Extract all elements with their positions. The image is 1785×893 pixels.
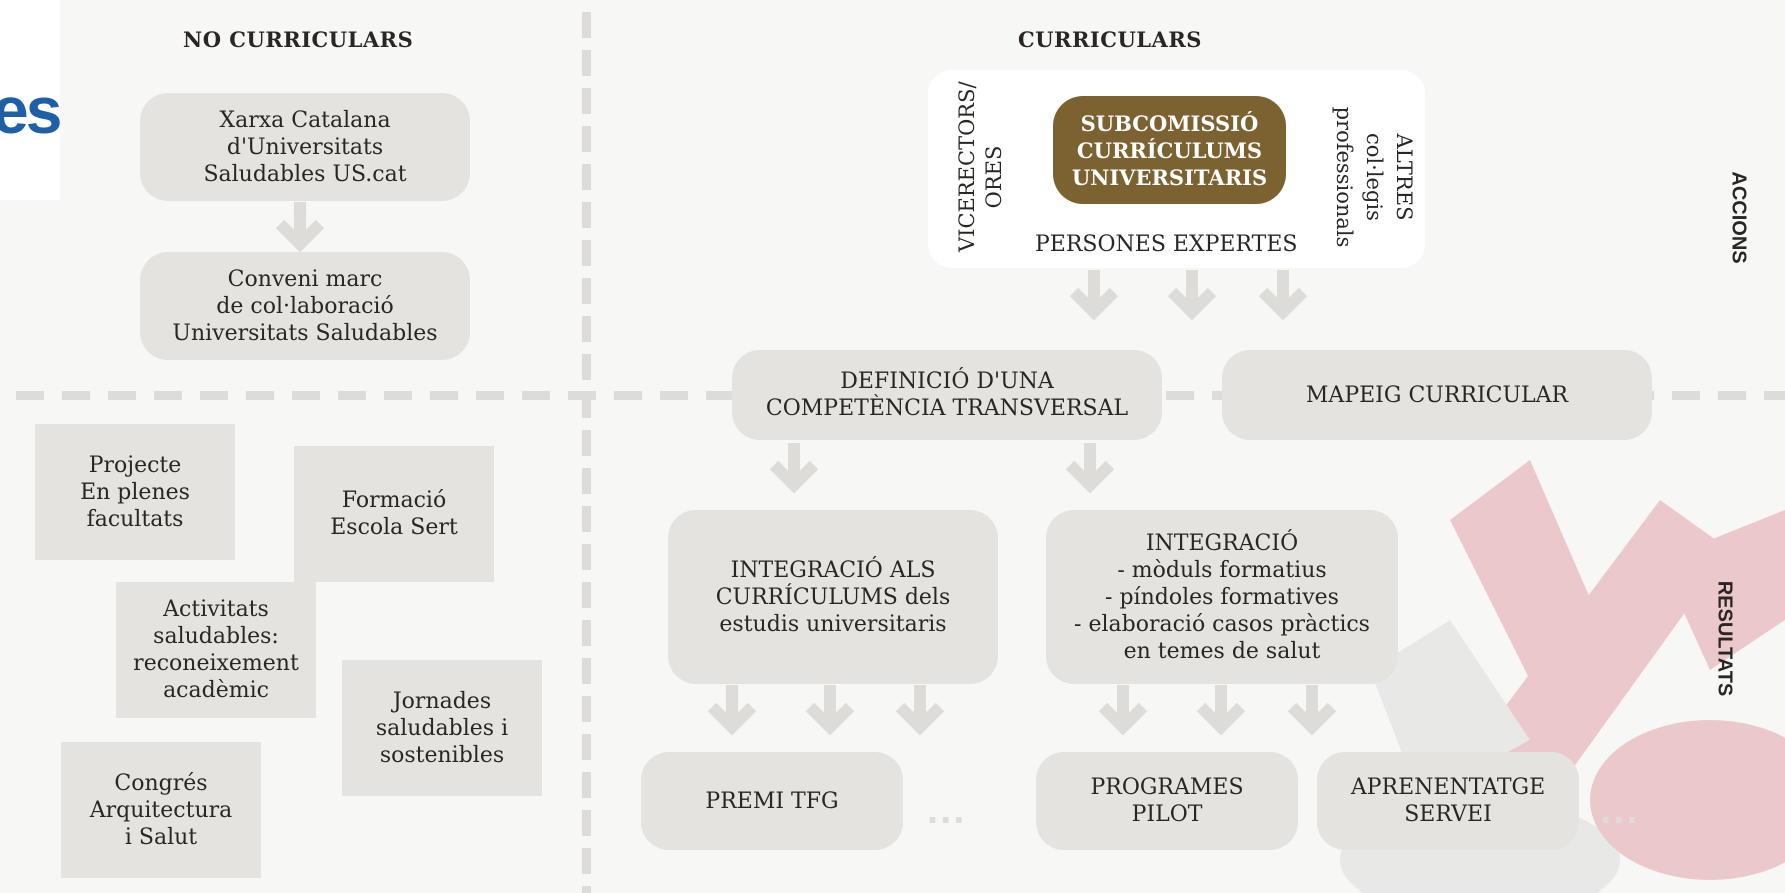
arrow-experts-1 bbox=[1074, 270, 1114, 312]
arrow-integration-3 bbox=[900, 685, 940, 727]
arrow-integration-2 bbox=[810, 685, 850, 727]
result-formacio: Formació Escola Sert bbox=[294, 446, 494, 582]
member-vicerectors: VICERECTORS/ ORES bbox=[955, 81, 1006, 252]
side-label-resultats: RESULTATS bbox=[1713, 580, 1736, 697]
arrow-integration-1 bbox=[712, 685, 752, 727]
arrow-experts-2 bbox=[1172, 270, 1212, 312]
section-title-no-curriculars: NO CURRICULARS bbox=[183, 27, 414, 52]
arrow-integration-5 bbox=[1201, 685, 1241, 727]
result-jornades: Jornades saludables i sostenibles bbox=[342, 660, 542, 796]
result-projecte: Projecte En plenes facultats bbox=[35, 424, 235, 560]
aprenentatge-servei-box: APRENENTATGE SERVEI bbox=[1317, 752, 1579, 850]
side-label-accions: ACCIONS bbox=[1727, 171, 1750, 264]
mapping-box: MAPEIG CURRICULAR bbox=[1222, 350, 1652, 440]
agreement-box: Conveni marc de col·laboració Universita… bbox=[140, 252, 470, 360]
logo-text: es bbox=[0, 73, 62, 147]
definition-box: DEFINICIÓ D'UNA COMPETÈNCIA TRANSVERSAL bbox=[732, 350, 1162, 440]
section-title-curriculars: CURRICULARS bbox=[1018, 27, 1202, 52]
ellipsis-right: ... bbox=[1600, 788, 1640, 832]
subcommission-box: SUBCOMISSIÓ CURRÍCULUMS UNIVERSITARIS bbox=[1053, 96, 1286, 204]
arrow-experts-3 bbox=[1263, 270, 1303, 312]
member-altres: ALTRES col·legis professionals bbox=[1332, 106, 1416, 248]
integration-training-box: INTEGRACIÓ - mòduls formatius - píndoles… bbox=[1046, 510, 1398, 684]
arrow-network-to-agreement bbox=[280, 202, 320, 244]
arrow-integration-4 bbox=[1103, 685, 1143, 727]
network-box: Xarxa Catalana d'Universitats Saludables… bbox=[140, 93, 470, 201]
experts-label: PERSONES EXPERTES bbox=[1035, 232, 1298, 257]
integration-curricula-box: INTEGRACIÓ ALS CURRÍCULUMS dels estudis … bbox=[668, 510, 998, 684]
arrow-integration-6 bbox=[1292, 685, 1332, 727]
arrow-definition-right bbox=[1070, 443, 1110, 485]
arrow-definition-left bbox=[774, 443, 814, 485]
ellipsis-left: ... bbox=[927, 788, 967, 832]
background-watermark bbox=[1340, 460, 1785, 893]
programes-pilot-box: PROGRAMES PILOT bbox=[1036, 752, 1298, 850]
vertical-divider bbox=[582, 12, 591, 893]
result-congres: Congrés Arquitectura i Salut bbox=[61, 742, 261, 878]
premi-tfg-box: PREMI TFG bbox=[641, 752, 903, 850]
result-activitats: Activitats saludables: reconeixement aca… bbox=[116, 582, 316, 718]
logo-fragment bbox=[0, 0, 60, 200]
